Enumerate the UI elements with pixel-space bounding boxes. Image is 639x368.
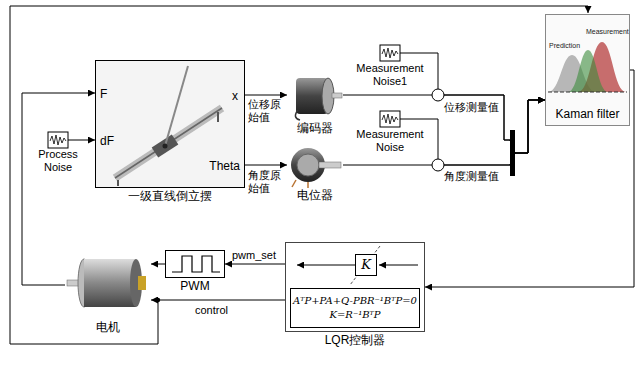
signal-label: pwm_set [232, 249, 276, 262]
node-text: 一级直线倒立摆 [128, 189, 212, 203]
potentiometer-illustration [291, 148, 341, 188]
kalman-picture [546, 15, 629, 125]
lqr-internals [297, 246, 418, 285]
lqr-block: KAᵀP+PA+Q-PBR⁻¹BᵀP=0K=R⁻¹BᵀPLQR控制器 [285, 242, 425, 332]
kalman-block: Prediction MeasurementKaman filter [545, 14, 630, 126]
signal-line [151, 264, 165, 265]
signal-line [425, 70, 634, 287]
node-text: PWM [180, 279, 209, 293]
node-text: Kaman filter [546, 107, 629, 121]
signal-line [151, 300, 285, 301]
equation-box: AᵀP+PA+Q-PBR⁻¹BᵀP=0K=R⁻¹BᵀP [290, 288, 420, 328]
node-text: K=R⁻¹BᵀP [291, 308, 419, 322]
signal-line [245, 95, 287, 96]
node-text: Measurement [586, 28, 629, 36]
signal-label: 位移原始值 [248, 98, 284, 124]
node-text: 电位器 [287, 188, 343, 202]
node-text: K [356, 255, 376, 275]
node-text: Measurement Noise1 [350, 62, 430, 88]
signal-line [86, 140, 95, 141]
node-text: Measurement Noise [350, 128, 430, 154]
node-text: Process Noise [30, 148, 86, 174]
signal-line [430, 100, 545, 165]
node-text: F [100, 87, 107, 101]
mux-bar [510, 130, 515, 176]
pendulum-illustration [96, 61, 244, 187]
node-text: Theta [209, 159, 240, 173]
sum-circle [432, 89, 444, 101]
noise-block: Measurement Noise [350, 110, 430, 154]
node-text: LQR控制器 [325, 333, 386, 347]
feedback-wire [10, 6, 588, 344]
signal-label: 角度测量值 [444, 170, 499, 183]
node-text: 编码器 [287, 121, 343, 135]
motor-block: 电机 [65, 248, 151, 318]
sum-circle [432, 159, 444, 171]
pwm-wave [172, 256, 220, 272]
node-text: Prediction [549, 42, 580, 50]
signal-label: 角度原始值 [248, 169, 284, 195]
node-text: x [232, 89, 238, 103]
encoder-block: 编码器 [287, 69, 343, 135]
node-text: 电机 [96, 320, 120, 334]
signal-line [225, 264, 285, 265]
encoder-illustration [295, 78, 342, 120]
node-text: dF [100, 134, 114, 148]
gain-block: K [355, 254, 377, 276]
signal-line [22, 93, 95, 285]
signal-label: 位移测量值 [444, 101, 499, 114]
signal-label: control [195, 304, 228, 317]
pwm-block: PWM [165, 250, 225, 278]
node-text: AᵀP+PA+Q-PBR⁻¹BᵀP=0 [291, 294, 419, 308]
motor-illustration [67, 259, 146, 307]
signal-line [245, 165, 287, 166]
noise-block: Process Noise [30, 130, 86, 174]
potentiometer-block: 电位器 [287, 142, 343, 202]
pendulum-block: FdFxTheta一级直线倒立摆 [95, 60, 245, 188]
noise-block: Measurement Noise1 [350, 44, 430, 88]
